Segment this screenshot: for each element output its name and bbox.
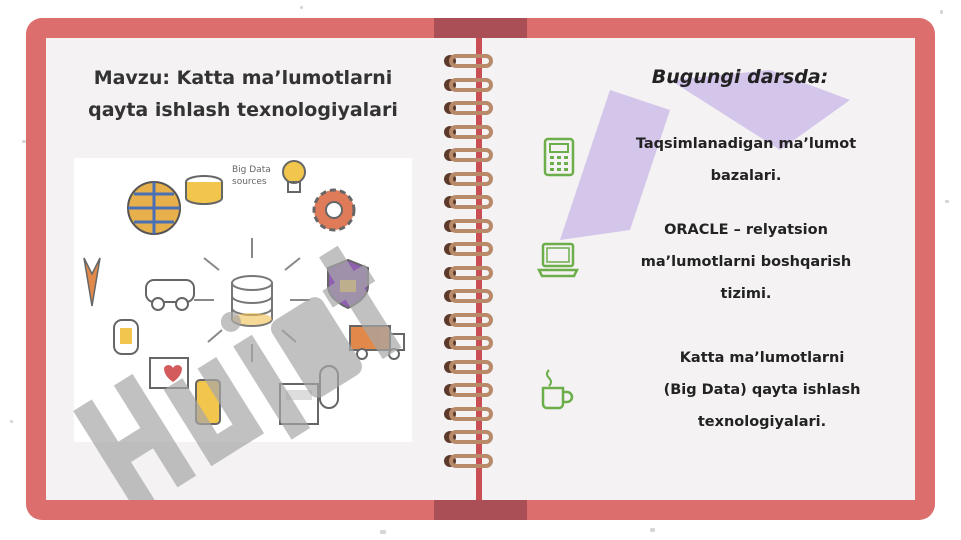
bullet-line: ORACLE – relyatsion <box>664 222 828 238</box>
airplane-icon <box>83 257 101 307</box>
binding-ring <box>449 383 493 397</box>
title-line: qayta ishlash texnologiyalari <box>88 99 398 121</box>
big-data-illustration: Big Data sources <box>74 158 412 442</box>
bullet-line: bazalari. <box>710 168 782 184</box>
binding-ring <box>449 242 493 256</box>
globe-icon <box>127 181 181 235</box>
bullet-line: Katta ma’lumotlarni <box>679 350 845 366</box>
lesson-heading: Bugungi darsda: <box>651 66 829 88</box>
background-speck <box>10 420 13 423</box>
binding-ring <box>449 289 493 303</box>
calculator-icon <box>543 137 575 177</box>
truck-icon <box>349 325 405 360</box>
background-speck <box>940 10 943 14</box>
big-data-diagram: Big Data sources <box>83 160 405 425</box>
binding-ring <box>449 195 493 209</box>
bullet-line: texnologiyalari. <box>697 414 827 430</box>
coffee-cup-icon <box>541 369 574 410</box>
binding-ring <box>449 77 493 92</box>
background-speck <box>22 140 26 143</box>
slide-title: Mavzu: Katta ma’lumotlarni qayta ishlash… <box>56 62 430 126</box>
bullet-item: Katta ma’lumotlarni (Big Data) qayta ish… <box>628 342 896 438</box>
binding-ring <box>449 359 493 374</box>
title-line: Mavzu: Katta ma’lumotlarni <box>93 67 393 89</box>
bullet-line: Taqsimlanadigan ma’lumot <box>635 136 857 152</box>
spine-top <box>434 18 527 38</box>
background-speck <box>945 200 949 203</box>
bullet-item: ORACLE – relyatsion ma’lumotlarni boshqa… <box>612 214 880 310</box>
illustration-caption: Big Data <box>232 165 271 175</box>
bullet-line: (Big Data) qayta ishlash <box>663 382 861 398</box>
binding-ring <box>449 312 493 327</box>
binding-ring <box>449 265 493 280</box>
background-speck <box>300 6 303 9</box>
heart-bubble-icon <box>149 357 189 389</box>
binding-ring <box>449 124 493 139</box>
shield-icon <box>327 258 369 310</box>
background-speck <box>650 528 655 532</box>
illustration-caption: sources <box>232 177 267 187</box>
smartwatch-icon <box>113 319 139 355</box>
binding-ring <box>449 171 493 186</box>
database-icon <box>231 275 273 327</box>
bullet-line: ma’lumotlarni boshqarish <box>640 254 852 270</box>
binding-ring <box>449 430 493 444</box>
lightbulb-icon <box>282 160 306 193</box>
binding-ring <box>449 148 493 162</box>
server-icon <box>185 175 223 205</box>
car-icon <box>145 279 195 311</box>
spine-bottom <box>434 500 527 520</box>
binding-ring <box>449 101 493 115</box>
bullet-line: tizimi. <box>720 286 772 302</box>
binding-ring <box>449 218 493 233</box>
ray-lines <box>194 238 310 362</box>
mouse-icon <box>319 365 339 409</box>
background-speck <box>380 530 386 534</box>
binding-ring <box>449 453 493 468</box>
laptop-icon <box>537 242 579 278</box>
binding-ring <box>449 54 493 68</box>
binding-ring <box>449 336 493 350</box>
phone-icon <box>195 379 221 425</box>
binding-ring <box>449 406 493 421</box>
gear-icon <box>312 188 356 232</box>
bullet-item: Taqsimlanadigan ma’lumot bazalari. <box>612 128 880 192</box>
cash-register-icon <box>279 383 319 425</box>
